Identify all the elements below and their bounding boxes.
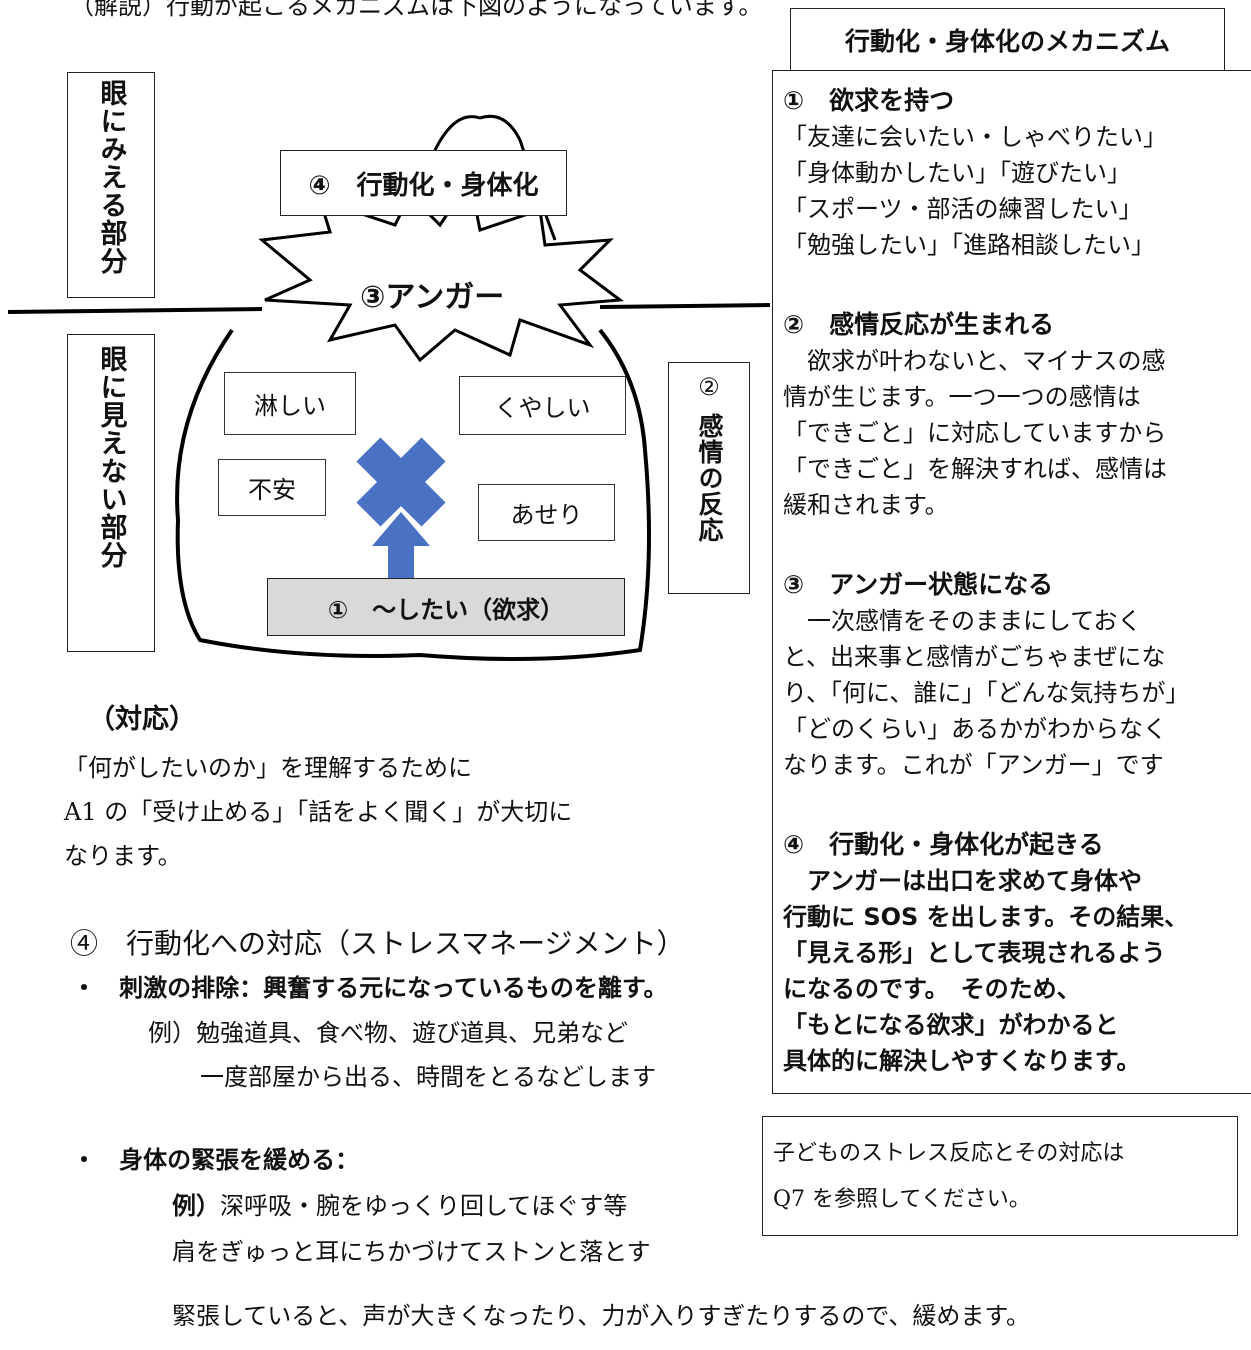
blocked-cross-icon xyxy=(356,437,446,527)
note-line: 子どものストレス反応とその対応は xyxy=(773,1141,1125,1166)
section-line: なります。これが「アンガー」です xyxy=(783,751,1164,779)
feeling-impatient: あせり xyxy=(478,484,615,541)
stress-item-2-title: 身体の緊張を緩める： xyxy=(119,1146,360,1174)
section-heading: ① 欲求を持つ xyxy=(783,86,955,115)
response-heading: （対応） xyxy=(88,704,196,735)
iceberg-body xyxy=(175,328,651,661)
surface-line-left xyxy=(7,307,263,314)
top-cut-text: （解説）行動が起こるメカニズムは下図のようになっています。 xyxy=(70,0,763,20)
stress-item-2-note: 緊張していると、声が大きくなったり、力が入りすぎたりするので、緩めます。 xyxy=(172,1302,1030,1330)
example-label: 例） xyxy=(172,1192,220,1220)
section-line: 欲求が叶わないと、マイナスの感 xyxy=(783,347,1166,375)
example-line: 深呼吸・腕をゆっくり回してほぐす等 xyxy=(220,1192,628,1220)
stress-item-2-example: 例）深呼吸・腕をゆっくり回してほぐす等 肩をぎゅっと耳にちかづけてストンと落とす xyxy=(172,1183,651,1275)
section-anger: ③ アンガー状態になる 一次感情をそのままにしておく と、出来事と感情がごちゃま… xyxy=(783,567,1251,783)
invisible-part-label: 眼に見えない部分 xyxy=(67,334,155,652)
section-line: 一次感情をそのままにしておく xyxy=(783,607,1142,635)
section-line: 「できごと」に対応していますから xyxy=(783,419,1167,447)
section-line: と、出来事と感情がごちゃまぜにな xyxy=(783,643,1166,671)
emotion-reaction-text: 感情の反応 xyxy=(695,413,724,543)
section-line: 情が生じます。一つ一つの感情は xyxy=(783,383,1141,411)
section-line: 緩和されます。 xyxy=(783,491,949,519)
emotion-reaction-num: ② xyxy=(698,373,720,401)
section-heading: ④ 行動化・身体化が起きる xyxy=(783,830,1104,859)
section-line: になるのです。 そのため、 xyxy=(783,975,1081,1003)
mechanism-panel: ① 欲求を持つ 「友達に会いたい・しゃべりたい」 「身体動かしたい」「遊びたい」… xyxy=(772,70,1251,1094)
section-emotion: ② 感情反応が生まれる 欲求が叶わないと、マイナスの感 情が生じます。一つ一つの… xyxy=(783,307,1251,523)
section-line: 「どのくらい」あるかがわからなく xyxy=(783,715,1167,743)
stress-heading: ④ 行動化への対応（ストレスマネージメント） xyxy=(70,927,685,960)
stress-item-1-example: 例）勉強道具、食べ物、遊び道具、兄弟など 一度部屋から出る、時間をとるなどします xyxy=(148,1011,656,1099)
reference-note: 子どものストレス反応とその対応は Q7 を参照してください。 xyxy=(762,1116,1238,1236)
stress-item-1: ・ 刺激の排除：興奮する元になっているものを離す。 xyxy=(72,968,668,1003)
response-body: 「何がしたいのか」を理解するために A1 の「受け止める」「話をよく聞く」が大切… xyxy=(64,746,572,878)
action-box: ④ 行動化・身体化 xyxy=(280,150,567,216)
section-line: 「見える形」として表現されるよう xyxy=(783,939,1166,967)
section-line: り、「何に、誰に」「どんな気持ちが」 xyxy=(783,679,1190,707)
section-action: ④ 行動化・身体化が起きる アンガーは出口を求めて身体や 行動に SOS を出し… xyxy=(783,827,1251,1079)
note-line: Q7 を参照してください。 xyxy=(773,1187,1031,1212)
emotion-reaction-box: ② 感情の反応 xyxy=(668,362,750,594)
bullet: ・ xyxy=(72,1146,96,1174)
section-line: 具体的に解決しやすくなります。 xyxy=(783,1047,1141,1075)
section-line: 「友達に会いたい・しゃべりたい」 xyxy=(783,123,1167,151)
bullet: ・ xyxy=(72,974,96,1002)
up-arrow-icon xyxy=(372,512,430,578)
response-line: 「何がしたいのか」を理解するために xyxy=(64,754,472,782)
section-line: 「スポーツ・部活の練習したい」 xyxy=(783,195,1143,223)
section-line: 「もとになる欲求」がわかると xyxy=(783,1011,1119,1039)
mechanism-title: 行動化・身体化のメカニズム xyxy=(790,8,1225,72)
section-heading: ③ アンガー状態になる xyxy=(783,570,1054,599)
visible-part-label: 眼にみえる部分 xyxy=(67,72,155,298)
section-line: アンガーは出口を求めて身体や xyxy=(783,867,1143,895)
response-line: なります。 xyxy=(64,842,182,870)
surface-line-right xyxy=(599,303,770,309)
section-line: 行動に SOS を出します。その結果、 xyxy=(783,903,1189,931)
example-line: 例）勉強道具、食べ物、遊び道具、兄弟など xyxy=(148,1019,628,1047)
feeling-lonely: 淋しい xyxy=(224,372,356,435)
example-line: 一度部屋から出る、時間をとるなどします xyxy=(200,1063,656,1091)
section-line: 「身体動かしたい」「遊びたい」 xyxy=(783,159,1131,187)
stress-item-1-title: 刺激の排除：興奮する元になっているものを離す。 xyxy=(119,974,668,1002)
response-line: A1 の「受け止める」「話をよく聞く」が大切に xyxy=(64,798,573,826)
stress-item-2: ・ 身体の緊張を緩める： xyxy=(72,1140,359,1175)
feeling-frustrated: くやしい xyxy=(459,376,626,435)
section-line: 「できごと」を解決すれば、感情は xyxy=(783,455,1167,483)
section-line: 「勉強したい」「進路相談したい」 xyxy=(783,231,1155,259)
section-desire: ① 欲求を持つ 「友達に会いたい・しゃべりたい」 「身体動かしたい」「遊びたい」… xyxy=(783,83,1251,263)
desire-box: ① ～したい（欲求） xyxy=(267,578,625,636)
example-line: 肩をぎゅっと耳にちかづけてストンと落とす xyxy=(172,1238,651,1266)
section-heading: ② 感情反応が生まれる xyxy=(783,310,1055,339)
feeling-anxious: 不安 xyxy=(218,459,326,516)
anger-label: ③アンガー xyxy=(360,280,505,315)
